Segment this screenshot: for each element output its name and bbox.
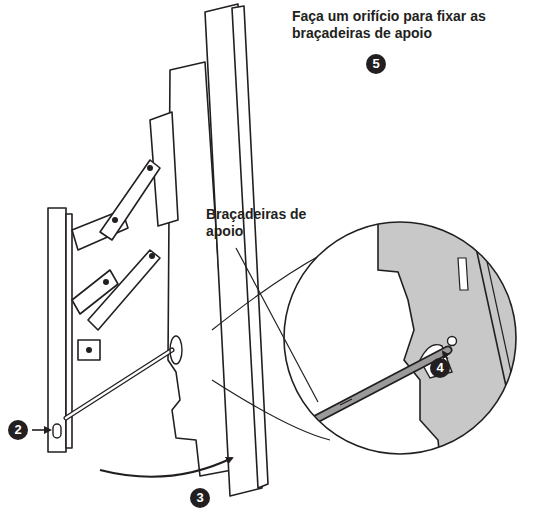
instruction-label: Faça um orifício para fixar as braçadeir… (292, 8, 514, 42)
callout-number: 3 (190, 488, 210, 508)
callout-number: 4 (430, 358, 450, 378)
callout-number: 2 (8, 420, 28, 440)
part-label: Braçadeiras de apoio (206, 206, 324, 240)
callout-number: 5 (366, 54, 386, 74)
